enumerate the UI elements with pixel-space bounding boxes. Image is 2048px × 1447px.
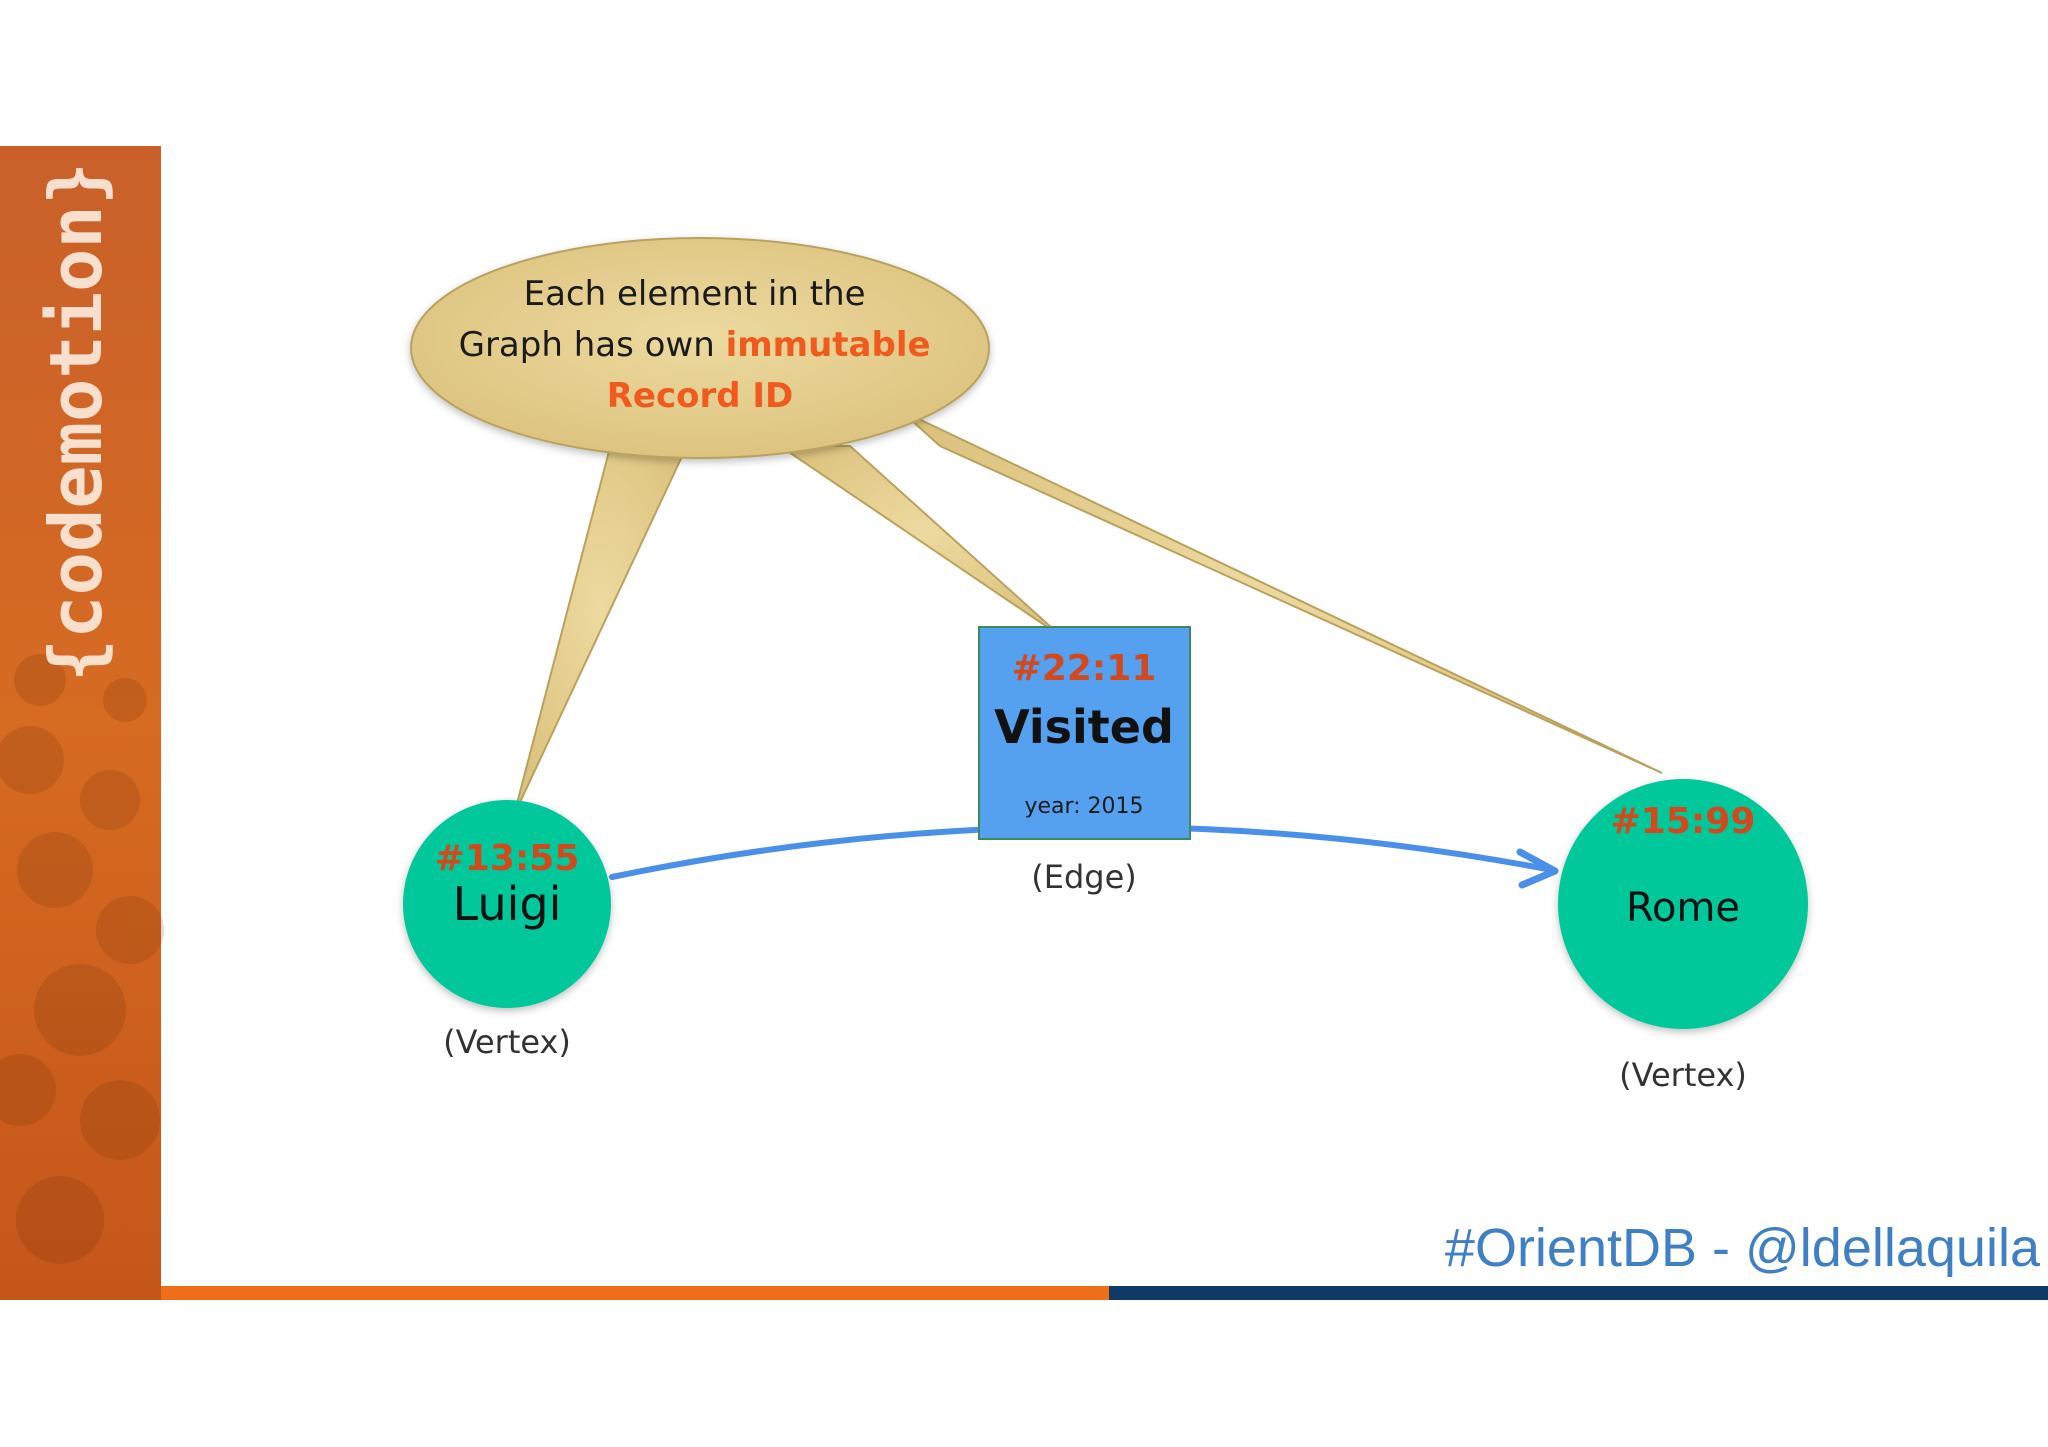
- footer-bar-navy: [1109, 1286, 2048, 1300]
- vertex-rome-type-label: (Vertex): [1619, 1056, 1747, 1094]
- callout-highlight-immutable: immutable: [726, 325, 931, 365]
- sidebar-background: [0, 146, 161, 1300]
- callout-pointers: [513, 409, 1663, 816]
- arrowhead-icon: [1516, 848, 1559, 889]
- sidebar: {codemotion}: [0, 146, 164, 1300]
- callout-pointer-luigi: [513, 438, 688, 816]
- vertex-luigi-circle: [403, 800, 611, 1008]
- footer-handle: #OrientDB - @ldellaquila: [1444, 1218, 2040, 1278]
- vertex-rome: #15:99 Rome (Vertex): [1558, 779, 1808, 1094]
- edge-property: year: 2015: [1024, 794, 1143, 819]
- footer-bar-orange: [161, 1286, 1109, 1300]
- edge-type-label: (Edge): [1031, 858, 1137, 896]
- edge-name: Visited: [994, 700, 1174, 754]
- vertex-rome-record-id: #15:99: [1611, 801, 1756, 842]
- vertex-luigi-type-label: (Vertex): [443, 1023, 571, 1061]
- footer-bars: [161, 1286, 2048, 1300]
- vertex-luigi: #13:55 Luigi (Vertex): [403, 800, 611, 1061]
- callout-line-2: Graph has own immutable: [459, 325, 931, 365]
- callout-ellipse-fill: [414, 241, 986, 455]
- vertex-luigi-record-id: #13:55: [435, 838, 580, 879]
- edge-record-id: #22:11: [1012, 648, 1157, 689]
- vertex-luigi-name: Luigi: [453, 877, 562, 931]
- callout-highlight-record-id: Record ID: [607, 376, 794, 416]
- edge-node: #22:11 Visited year: 2015 (Edge): [978, 626, 1191, 896]
- vertex-rome-circle: [1558, 779, 1808, 1029]
- callout-text: Each element in the Graph has own immuta…: [459, 274, 942, 416]
- sidebar-logo: {codemotion}: [34, 162, 118, 682]
- callout-line-2-prefix: Graph has own: [459, 325, 726, 365]
- vertex-rome-name: Rome: [1626, 885, 1740, 931]
- sidebar-photo-texture: [0, 654, 164, 1264]
- callout-line-1: Each element in the: [524, 274, 866, 314]
- callout-pointer-rome: [899, 409, 1663, 774]
- edge-box: [978, 626, 1191, 840]
